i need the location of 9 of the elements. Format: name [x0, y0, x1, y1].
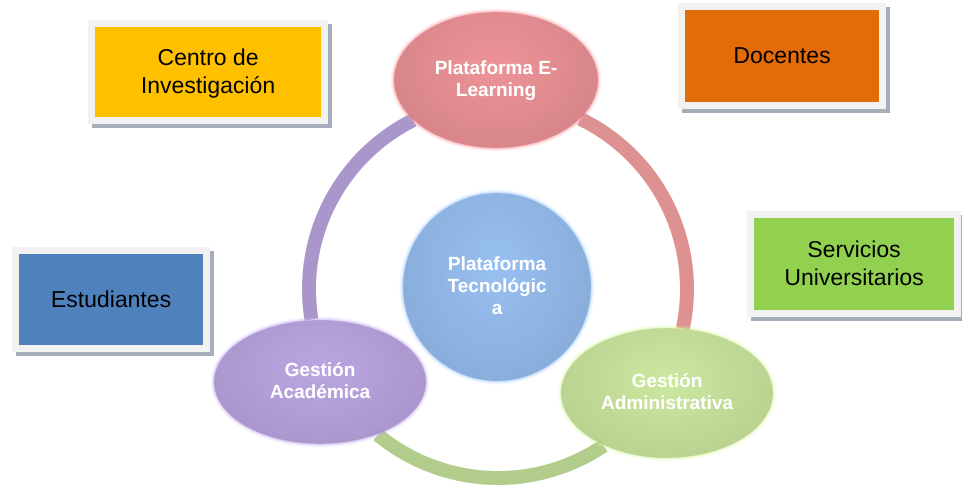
- ring-arc: [302, 114, 420, 323]
- node-label: Docentes: [733, 42, 831, 70]
- node-label: Centro de Investigación: [140, 44, 276, 100]
- node-label: Estudiantes: [50, 286, 172, 314]
- node-label: Plataforma E-Learning: [434, 58, 558, 102]
- node-label: Gestión Administrativa: [600, 371, 734, 415]
- node-label: Servicios Universitarios: [783, 236, 925, 292]
- node-label: Plataforma Tecnológic a: [446, 254, 548, 320]
- node-label: Gestión Académica: [268, 360, 372, 404]
